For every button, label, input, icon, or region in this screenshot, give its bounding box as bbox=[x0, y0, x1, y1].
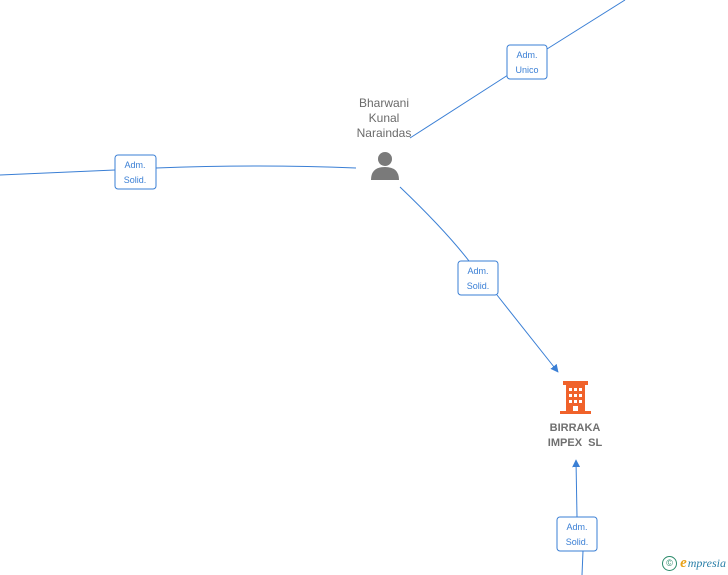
person-name-line: Naraindas bbox=[357, 126, 412, 140]
edge-label-line: Solid. bbox=[467, 281, 490, 291]
edge-line-bottom bbox=[581, 550, 584, 575]
person-name-line: Bharwani bbox=[359, 96, 409, 110]
company-node[interactable]: BIRRAKA IMPEX SL bbox=[548, 381, 603, 449]
edge-label-adm-solid-left[interactable]: Adm. Solid. bbox=[114, 154, 157, 190]
brand-logo: © e mpresia bbox=[662, 555, 726, 571]
edge-label-adm-unico[interactable]: Adm. Unico bbox=[506, 44, 548, 80]
company-name-line: BIRRAKA bbox=[550, 422, 601, 434]
edge-line-upper-right bbox=[409, 0, 626, 139]
edge-label-line: Unico bbox=[515, 65, 538, 75]
person-name-line: Kunal bbox=[369, 111, 400, 125]
company-name-line: IMPEX SL bbox=[548, 437, 603, 449]
person-node[interactable]: Bharwani Kunal Naraindas bbox=[357, 96, 412, 180]
edge-label-line: Solid. bbox=[124, 175, 147, 185]
edge-label-line: Adm. bbox=[124, 160, 145, 170]
brand-logo-initial: e bbox=[680, 554, 687, 571]
edge-label-line: Adm. bbox=[516, 50, 537, 60]
edge-line-left bbox=[0, 165, 357, 176]
edge-label-adm-solid-middle[interactable]: Adm. Solid. bbox=[457, 260, 499, 296]
brand-logo-text: mpresia bbox=[687, 555, 726, 570]
edge-arrow-bottom-to-company bbox=[572, 459, 581, 518]
edge-label-adm-solid-bottom[interactable]: Adm. Solid. bbox=[556, 516, 598, 552]
copyright-icon: © bbox=[662, 555, 678, 571]
person-icon bbox=[371, 152, 399, 180]
edge-label-line: Adm. bbox=[566, 522, 587, 532]
edge-arrow-person-to-company bbox=[496, 294, 559, 373]
edge-label-line: Adm. bbox=[467, 266, 488, 276]
building-icon bbox=[560, 381, 591, 414]
edge-label-line: Solid. bbox=[566, 537, 589, 547]
edge-line-person-to-company bbox=[399, 186, 470, 262]
